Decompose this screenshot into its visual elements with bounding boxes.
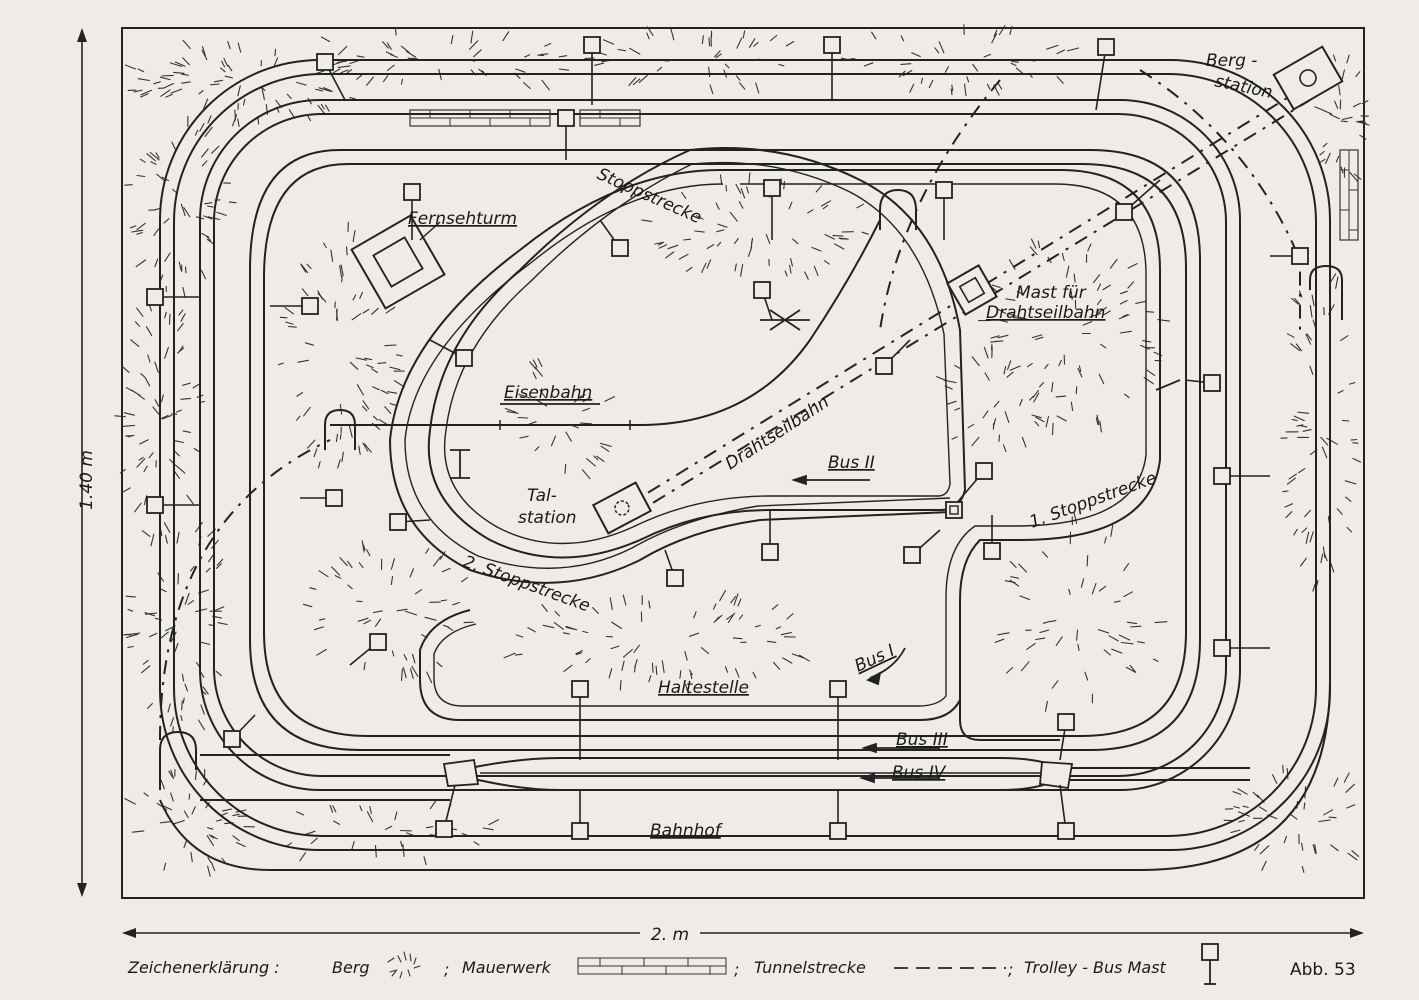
legend-title: Zeichenerklärung :: [127, 958, 280, 977]
trolley-bus-mast: [935, 181, 953, 240]
cable-car-mast: [946, 264, 998, 316]
stop-section-1-label: 1. Stoppstrecke: [1027, 468, 1159, 533]
railway-label: Eisenbahn: [504, 383, 592, 403]
railway-eisenbahn: [330, 219, 881, 430]
trolley-bus-mast: [829, 790, 847, 840]
trolley-bus-mast: [403, 183, 421, 240]
trolley-bus-mast: [954, 462, 993, 506]
trolley-bus-mast: [823, 36, 841, 100]
tv-tower-label: Fernsehturm: [408, 209, 517, 229]
berg-station-label-2: station: [1213, 71, 1274, 103]
legend: Zeichenerklärung : Berg ; Mauerwerk ; Tu…: [127, 943, 1356, 985]
legend-trolley-label: Trolley - Bus Mast: [1024, 958, 1167, 977]
direction-arrows: [500, 403, 940, 784]
baseboard-frame: [121, 27, 1365, 899]
trolley-bus-mast: [571, 680, 589, 760]
tal-station-label-1: Tal-: [527, 486, 557, 506]
tunnel-sections: [159, 69, 1301, 741]
trolley-bus-mast: [753, 281, 773, 321]
trolley-bus-mast: [557, 109, 575, 160]
legend-berg-symbol: [387, 951, 421, 979]
legend-sep-2: ;: [734, 960, 739, 979]
cable-mast-label-2: Drahtseilbahn: [986, 303, 1105, 323]
legend-sep-3: ;: [1008, 960, 1013, 979]
trolley-bus-mast: [270, 297, 319, 315]
stop-section-top-label: Stoppstrecke: [594, 164, 705, 228]
railway-inner-loop: [249, 149, 1201, 751]
station-switch-left: [442, 758, 480, 787]
legend-masonry-label: Mauerwerk: [462, 958, 552, 977]
trolley-bus-mast: [829, 680, 847, 760]
trolley-bus-mast: [1057, 784, 1075, 840]
tv-tower: [350, 214, 446, 310]
tal-station: [591, 481, 653, 535]
trolley-bus-mast: [1115, 179, 1161, 221]
height-label: 1.40 m: [77, 450, 97, 510]
bus-lanes-bottom: [200, 700, 1250, 801]
trolley-bus-mast: [1184, 374, 1221, 392]
station-switch-right: [1039, 761, 1074, 790]
trolley-bus-mast: [903, 529, 941, 564]
trolley-wire-right: [159, 290, 1331, 871]
trolley-bus-mast: [349, 633, 387, 666]
trolley-bus-mast: [1213, 639, 1270, 657]
trolley-bus-mast: [664, 549, 684, 587]
legend-sep-1: ;: [444, 960, 449, 979]
trolley-bus-mast: [223, 714, 256, 748]
trolley-bus-mast: [875, 339, 911, 375]
trolley-bus-mast: [983, 515, 1001, 560]
trolley-bus-mast: [316, 53, 346, 101]
figure-number: Abb. 53: [1290, 960, 1356, 980]
mountain-hatching: [114, 24, 1370, 877]
trolley-bus-mast: [429, 339, 473, 367]
cable-car-label: Drahtseilbahn: [722, 392, 833, 474]
trolley-bus-mast: [571, 790, 589, 840]
trolley-bus-mast: [1270, 247, 1309, 265]
trolley-bus-mast: [1095, 38, 1115, 111]
trolley-bus-mast: [146, 288, 200, 306]
bus-4-label: Bus IV: [892, 763, 947, 783]
width-label: 2. m: [651, 925, 689, 945]
trolley-bus-mast: [763, 179, 781, 240]
bus-loop-kidney: [388, 169, 1161, 721]
legend-berg-label: Berg: [332, 958, 370, 977]
trolley-bus-mast: [1213, 467, 1270, 485]
trolley-bus-mast: [389, 513, 431, 531]
bus-3-label: Bus III: [896, 730, 948, 750]
trolley-bus-mast: [583, 36, 601, 105]
masonry-wall-right: [1339, 149, 1359, 241]
trolley-bus-mast: [761, 510, 779, 561]
bus-1-label: Bus I: [852, 641, 898, 677]
trolley-bus-mast: [1057, 713, 1075, 761]
height-dimension: 1.40 m: [77, 28, 97, 897]
stop-section-2-label: 2. Stoppstrecke: [460, 552, 592, 617]
trolley-bus-mast: [300, 489, 343, 507]
legend-masonry-symbol: [577, 957, 727, 975]
junction-mast: [945, 501, 963, 519]
width-dimension: 2. m: [122, 922, 1364, 945]
masonry-wall: [409, 109, 641, 127]
trolley-bus-mast: [435, 784, 456, 838]
berg-station: [1272, 45, 1344, 111]
cable-mast-label-1: Mast für: [1016, 283, 1087, 303]
bus-loop-inner: [427, 147, 967, 559]
legend-tunnel-label: Tunnelstrecke: [754, 958, 866, 977]
trolley-bus-mast: [146, 496, 200, 514]
station-label: Bahnhof: [650, 821, 724, 841]
trolley-bus-mast: [599, 219, 629, 257]
stop-markers: [450, 309, 1181, 479]
tal-station-label-2: station: [518, 508, 577, 528]
bus-2-label: Bus II: [828, 453, 875, 473]
bus-stop-label: Haltestelle: [658, 678, 749, 698]
berg-station-label-1: Berg -: [1206, 51, 1257, 71]
trolley-bus-masts: [146, 36, 1309, 840]
legend-trolley-mast-symbol: [1201, 943, 1219, 985]
turn-hooks: [159, 188, 1343, 790]
